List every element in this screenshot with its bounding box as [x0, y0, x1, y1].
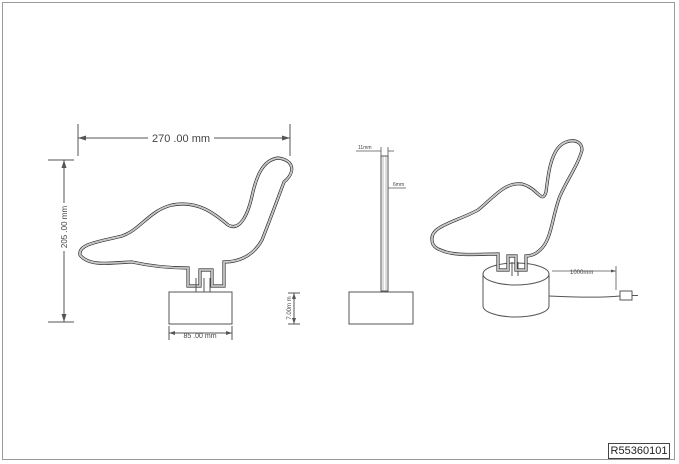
- width-label: 270 .00 mm: [152, 133, 210, 145]
- base-height-dimension: 7.00m m: [287, 292, 300, 325]
- support-posts: [195, 278, 211, 292]
- cable-label: 1000mm: [570, 270, 593, 276]
- base-width-label: 85 .00 mm: [183, 333, 216, 340]
- dinosaur-outline: [78, 156, 294, 288]
- power-cable: [548, 290, 638, 301]
- side-base: [348, 291, 414, 325]
- drawing-frame: [2, 2, 675, 460]
- product-code: R55360101: [608, 443, 670, 459]
- front-view: 270 .00 mm 205 .00 mm: [48, 124, 294, 340]
- height-label: 205 .00 mm: [60, 206, 69, 249]
- side-view: 11mm 6mm: [348, 145, 414, 325]
- depth-dimension: [356, 147, 394, 156]
- base-height-label: 7.00m m: [287, 296, 293, 319]
- front-base: [168, 291, 233, 325]
- base-width-dimension: [168, 326, 233, 340]
- perspective-view: 1000mm: [430, 139, 638, 318]
- dinosaur-perspective-outline: [430, 139, 584, 272]
- tube-label: 6mm: [393, 182, 404, 188]
- side-panel: [380, 155, 389, 292]
- depth-label: 11mm: [358, 145, 372, 151]
- cable-dimension: [552, 266, 617, 290]
